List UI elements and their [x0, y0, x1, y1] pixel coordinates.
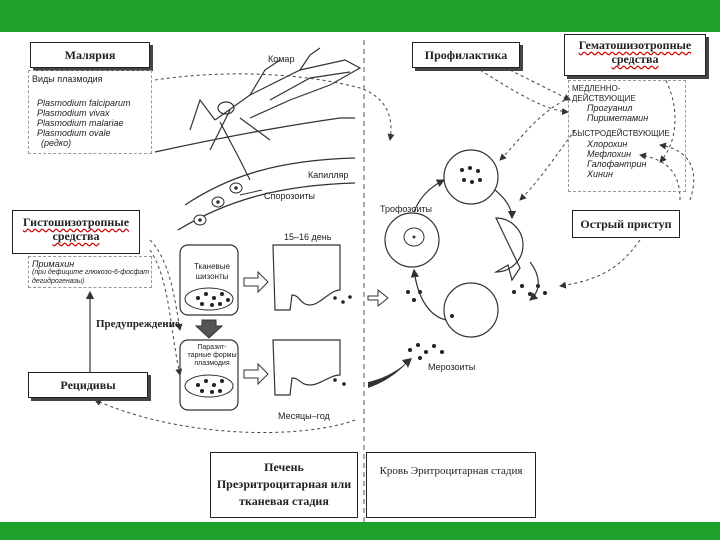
histoschizotropic-box: Гистошизотропные средства — [12, 210, 140, 254]
drug-proguanil: Прогуанил — [587, 103, 633, 113]
mosquito-drawing — [189, 47, 362, 181]
capillary-label: Капилляр — [308, 170, 349, 180]
drugs-panel: МЕДЛЕННО-ДЕЙСТВУЮЩИЕ Прогуанил Пириметам… — [568, 80, 686, 192]
drug-chloroquine: Хлорохин — [587, 139, 628, 149]
liver-cells — [179, 244, 341, 411]
sporozoite-cells — [193, 182, 243, 226]
sporozoites-label: Спорозоиты — [264, 191, 315, 201]
trophozoites-label: Трофозоиты — [380, 204, 432, 214]
mosquito-connection-dashed — [154, 73, 395, 141]
drug-halofantrine: Галофантрин — [587, 159, 647, 169]
blood-cells — [384, 149, 524, 338]
tissue-schizonts-label: Тканевые шизонты — [194, 262, 230, 281]
plasmodium-panel: Виды плазмодия Plasmodium falciparum Pla… — [28, 70, 152, 154]
species-malariae: Plasmodium malariae — [37, 118, 124, 128]
liver-stage-box: Печень Преэритроцитарная или тканевая ст… — [210, 452, 358, 518]
liver-arrows — [243, 270, 389, 386]
primaquine-note: (при дефиците глюкозо-6-фосфат дегидроге… — [32, 269, 150, 285]
merozoites-label: Мерозоиты — [428, 362, 476, 372]
fast-heading: БЫСТРОДЕЙСТВУЮЩИЕ — [572, 129, 670, 138]
blood-cycle-arrows — [410, 179, 539, 321]
hematoschizotropic-box: Гематошизотропные средства — [564, 34, 706, 76]
top-green-bar — [0, 0, 720, 32]
bottom-green-bar — [0, 522, 720, 540]
relapses-title: Рецидивы — [60, 378, 116, 392]
species-vivax: Plasmodium vivax — [37, 108, 110, 118]
primaquine-name: Примахин — [32, 259, 75, 269]
schizont-dots — [196, 292, 352, 394]
drug-mefloquine: Мефлохин — [587, 149, 632, 159]
acute-attack-title: Острый приступ — [580, 217, 672, 231]
relapses-box: Рецидивы — [28, 372, 148, 398]
blood-stage-box: Кровь Эритроцитарная стадия — [366, 452, 536, 518]
drug-quinine: Хинин — [587, 169, 613, 179]
skin-line — [154, 117, 355, 153]
schizont-down-arrow — [194, 319, 224, 339]
parasitic-forms-label: Паразит-тарные формы плазмодия — [187, 344, 237, 367]
species-note: (редко) — [41, 138, 72, 148]
species-ovale: Plasmodium ovale — [37, 128, 111, 138]
hematoschizotropic-title: Гематошизотропные средства — [578, 38, 692, 66]
slow-heading: МЕДЛЕННО-ДЕЙСТВУЮЩИЕ — [572, 84, 636, 103]
blood-stage-title: Кровь Эритроцитарная стадия — [379, 465, 523, 477]
malaria-title: Малярия — [64, 48, 116, 62]
plasmodium-heading: Виды плазмодия — [32, 74, 103, 84]
prophylaxis-title: Профилактика — [424, 48, 508, 62]
prophylaxis-box: Профилактика — [412, 42, 520, 68]
days-label: 15–16 день — [284, 232, 332, 242]
species-falciparum: Plasmodium falciparum — [37, 98, 131, 108]
mosquito-label: Комар — [268, 54, 295, 64]
merozoite-release-arrow — [368, 358, 412, 388]
months-year-label: Месяцы–год — [278, 411, 330, 421]
histoschizotropic-title: Гистошизотропные средства — [22, 215, 130, 243]
acute-attack-box: Острый приступ — [572, 210, 680, 238]
drug-pyrimethamine: Пириметамин — [587, 113, 649, 123]
malaria-title-box: Малярия — [30, 42, 150, 68]
primaquine-panel: Примахин (при дефиците глюкозо-6-фосфат … — [28, 256, 152, 288]
prevention-label: Предупреждение — [96, 318, 180, 330]
liver-stage-title: Печень Преэритроцитарная или тканевая ст… — [216, 460, 352, 508]
dashed-pointers — [94, 69, 695, 434]
